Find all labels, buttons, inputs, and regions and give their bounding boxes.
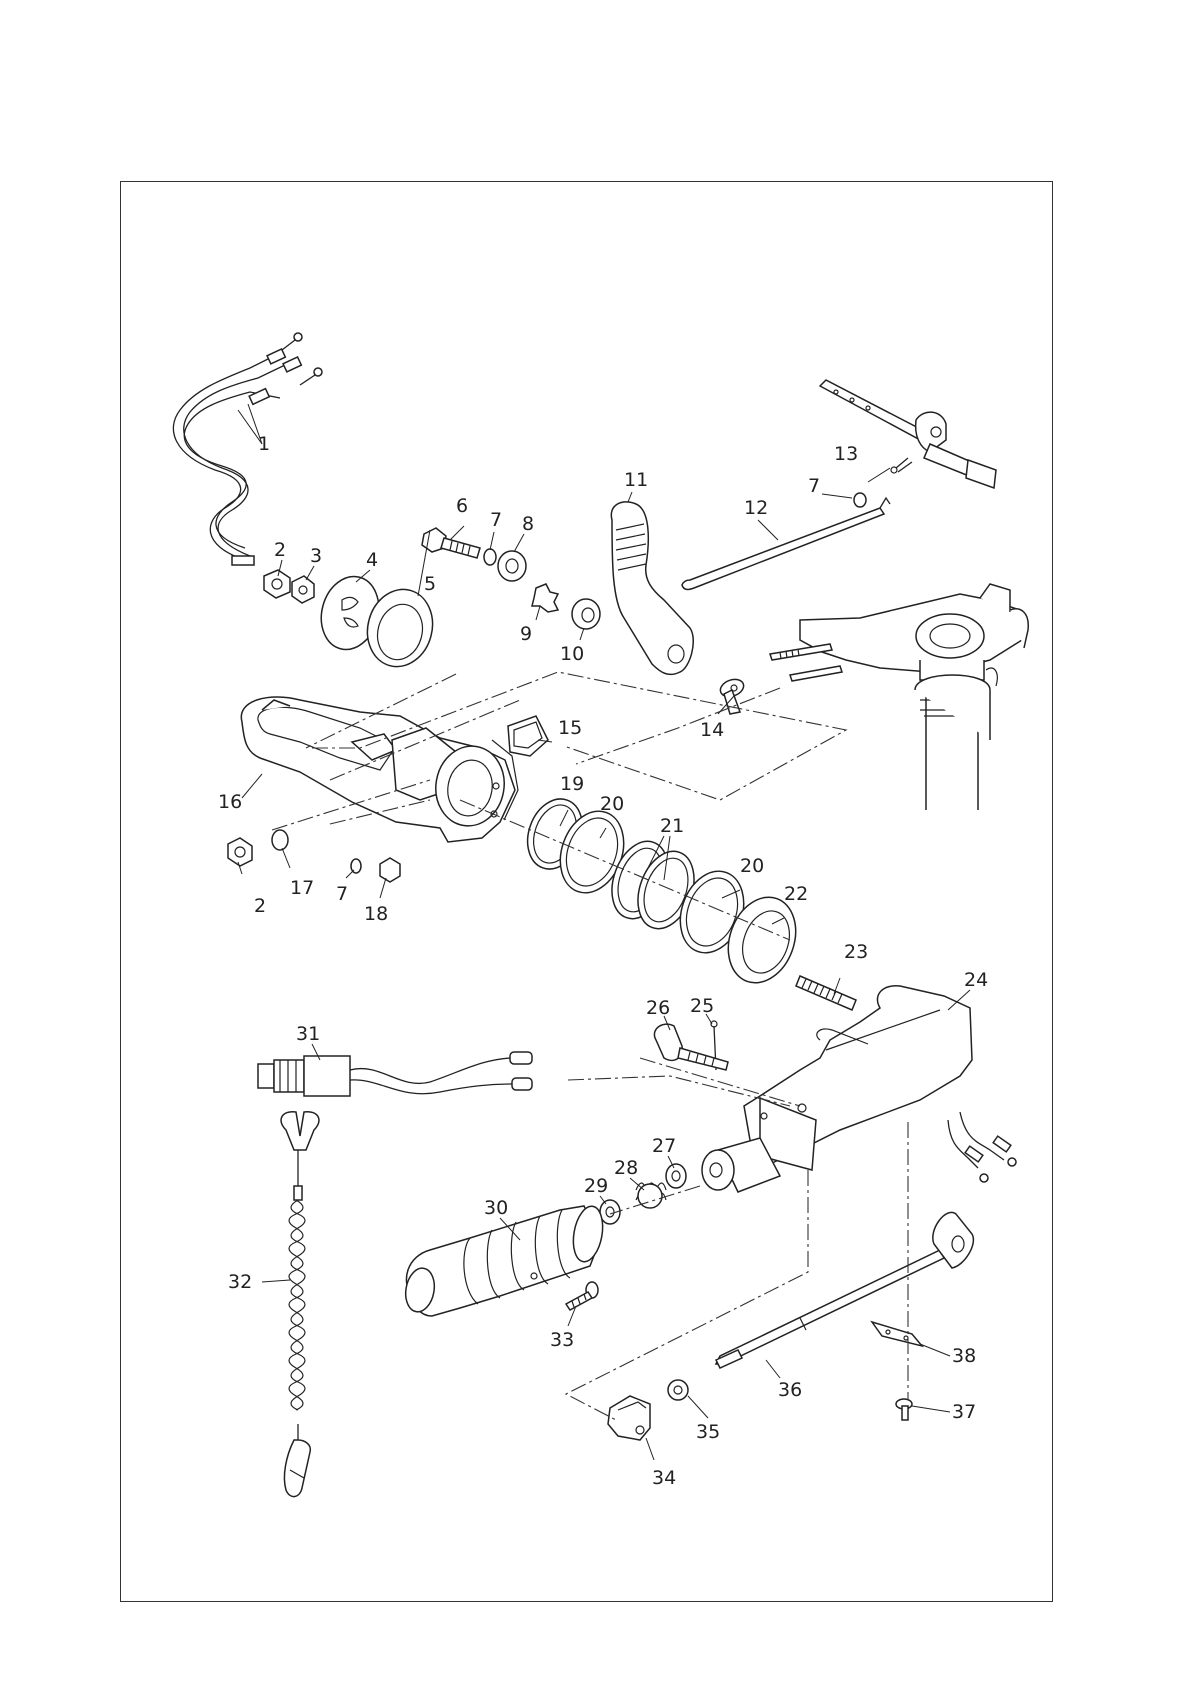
part-27-bushing (666, 1164, 686, 1188)
part-36-throttle-rod (716, 1212, 973, 1368)
callout-25: 25 (690, 995, 714, 1017)
callout-12: 12 (744, 497, 768, 519)
part-32-lanyard-cord (281, 1112, 319, 1497)
callout-8: 8 (522, 513, 534, 535)
part-7-washer-b (854, 493, 866, 507)
callout-33: 33 (550, 1329, 574, 1351)
callout-15: 15 (558, 717, 582, 739)
part-16-tiller-bracket (241, 697, 518, 842)
part-35-washer (668, 1380, 688, 1400)
part-13-cotter-pin (891, 458, 912, 473)
part-15-grommet (508, 716, 548, 756)
callout-26: 26 (646, 997, 670, 1019)
callout-7a: 7 (490, 509, 502, 531)
callout-34: 34 (652, 1467, 676, 1489)
part-1-control-cables (173, 333, 322, 565)
part-33-screw (566, 1282, 598, 1310)
callout-20a: 20 (600, 793, 624, 815)
swivel-bracket-upper (770, 584, 1028, 810)
callout-2b: 2 (254, 895, 266, 917)
part-24-tiller-arm (744, 986, 1016, 1182)
part-12-shift-rod (682, 498, 890, 589)
part-2-nut-lower (228, 838, 252, 866)
callout-22: 22 (784, 883, 808, 905)
part-10-washer (572, 599, 600, 629)
callout-27: 27 (652, 1135, 676, 1157)
callout-16: 16 (218, 791, 242, 813)
part-3-nut (292, 576, 314, 603)
callout-19: 19 (560, 773, 584, 795)
callout-7b: 7 (808, 475, 820, 497)
callout-20b: 20 (740, 855, 764, 877)
callout-30: 30 (484, 1197, 508, 1219)
callout-1: 1 (258, 433, 270, 455)
part-26-throttle-knob (654, 1024, 728, 1070)
leader-lines (238, 404, 970, 1460)
callout-38: 38 (952, 1345, 976, 1367)
callout-3: 3 (310, 545, 322, 567)
callout-24: 24 (964, 969, 988, 991)
part-8-collar (498, 551, 526, 581)
part-17-washer (272, 830, 288, 850)
part-11-shift-lever (611, 502, 693, 675)
part-31-stop-switch (258, 1052, 532, 1096)
part-9-clip (532, 584, 558, 612)
part-18-nut (380, 858, 400, 882)
part-7-washer-a (484, 549, 496, 565)
part-37-screw (896, 1399, 912, 1420)
callout-31: 31 (296, 1023, 320, 1045)
callout-5: 5 (424, 573, 436, 595)
part-2-nut (264, 570, 290, 598)
callout-2: 2 (274, 539, 286, 561)
callout-28: 28 (614, 1157, 638, 1179)
part-34-clamp (608, 1396, 650, 1440)
part-38-plate (872, 1322, 922, 1346)
callout-4: 4 (366, 549, 378, 571)
callout-7c: 7 (336, 883, 348, 905)
callout-14: 14 (700, 719, 724, 741)
callout-10: 10 (560, 643, 584, 665)
callout-21: 21 (660, 815, 684, 837)
callout-9: 9 (520, 623, 532, 645)
callout-11: 11 (624, 469, 648, 491)
part-23-stud (796, 976, 856, 1010)
callout-29: 29 (584, 1175, 608, 1197)
callout-23: 23 (844, 941, 868, 963)
callout-32: 32 (228, 1271, 252, 1293)
callout-18: 18 (364, 903, 388, 925)
part-6-bolt (422, 528, 480, 558)
callout-17: 17 (290, 877, 314, 899)
callout-13: 13 (834, 443, 858, 465)
shift-shaft-assembly (820, 380, 996, 488)
callout-6: 6 (456, 495, 468, 517)
callout-37: 37 (952, 1401, 976, 1423)
callout-36: 36 (778, 1379, 802, 1401)
callout-35: 35 (696, 1421, 720, 1443)
part-14-bolt (718, 676, 746, 714)
